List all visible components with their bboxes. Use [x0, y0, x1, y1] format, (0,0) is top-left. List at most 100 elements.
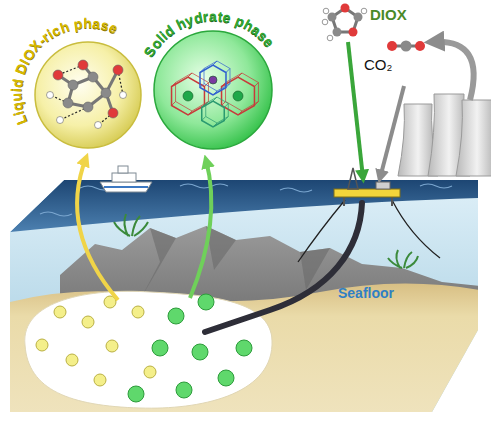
atom — [95, 122, 102, 129]
cooling-towers — [398, 94, 491, 176]
cage-frame — [202, 101, 225, 127]
atom — [108, 108, 118, 118]
ship — [100, 166, 152, 192]
ship-cabin — [112, 173, 136, 182]
circle-outline — [34, 41, 142, 149]
droplet — [66, 354, 78, 366]
cage-edge — [254, 83, 258, 87]
guest-molecule — [209, 76, 217, 84]
ship-bridge — [118, 166, 128, 173]
oxygen-atom — [349, 28, 358, 37]
platform-deck — [334, 189, 400, 197]
pipeline — [205, 203, 362, 332]
hydrogen-atom — [361, 8, 367, 14]
atom — [78, 60, 88, 70]
droplet — [94, 374, 106, 386]
droplet — [54, 306, 66, 318]
seafloor-sediment — [10, 283, 480, 415]
ship-stripe — [104, 186, 148, 188]
liquid-phase-circle: Liquid DIOX-rich phase — [34, 41, 142, 149]
injection-arrow — [348, 42, 363, 178]
cage-edge — [202, 104, 206, 108]
co2-molecule — [387, 41, 425, 52]
cage-edge — [213, 123, 217, 127]
particle — [236, 340, 252, 356]
cage-edge — [213, 97, 217, 101]
particle — [168, 308, 184, 324]
particle — [198, 294, 214, 310]
liquid-arrow — [77, 158, 118, 300]
sea-block — [0, 178, 491, 418]
droplet — [144, 366, 156, 378]
cage-edge — [238, 111, 242, 115]
atom — [83, 102, 93, 112]
molecule-label: CO₂ — [364, 56, 392, 73]
carbon-atom — [333, 28, 342, 37]
region-label: Seafloor — [338, 285, 394, 301]
atom — [57, 117, 64, 124]
molecule-cluster — [47, 60, 127, 129]
cage-edge — [224, 117, 228, 121]
ship-hull — [100, 182, 152, 192]
droplet — [82, 316, 94, 328]
platform-module — [376, 182, 390, 189]
carbon-atom — [401, 41, 412, 52]
particle — [176, 382, 192, 398]
particle — [218, 370, 234, 386]
carbon-atom — [354, 13, 363, 22]
cage-edge — [202, 117, 206, 121]
seaweed-plant — [114, 214, 148, 236]
oxygen-atom — [415, 41, 425, 51]
wave — [40, 212, 72, 216]
atom — [68, 80, 78, 90]
cage-edge — [172, 83, 176, 87]
reservoir — [25, 291, 272, 408]
phase-bubble — [154, 31, 272, 149]
rock-shading — [140, 226, 330, 300]
molecule-label: DIOX — [370, 6, 407, 23]
emission-arrow — [432, 42, 474, 100]
cage-edge — [226, 69, 230, 73]
cage-edge — [226, 84, 230, 88]
particle — [192, 344, 208, 360]
derrick — [348, 168, 358, 189]
mooring-line — [392, 200, 440, 258]
atom — [113, 65, 123, 75]
cage-edge — [224, 104, 228, 108]
particle — [152, 340, 168, 356]
hydrogen-atom — [323, 8, 329, 14]
hydrate-particles — [128, 294, 252, 402]
cage-edge — [200, 69, 204, 73]
carbon-atom — [328, 13, 337, 22]
cage-edge — [213, 61, 217, 65]
cage-edge — [238, 73, 242, 77]
guest-molecule — [233, 91, 243, 101]
guest-molecule — [183, 91, 193, 101]
seaweed — [114, 214, 418, 268]
platform — [334, 168, 400, 206]
mooring-lines — [298, 200, 440, 262]
oxygen-atom — [387, 41, 397, 51]
cage-edge — [188, 73, 192, 77]
atom — [53, 70, 63, 80]
hydrate-phase-circle: Solid hydrate phase — [153, 30, 273, 150]
particle — [128, 386, 144, 402]
droplet — [36, 339, 48, 351]
wave — [420, 184, 452, 188]
circle-outline — [153, 30, 273, 150]
cage-edge — [254, 102, 258, 106]
sea-water — [0, 178, 491, 418]
atom — [63, 98, 73, 108]
injection-arrow — [380, 86, 404, 178]
droplet — [132, 306, 144, 318]
atom — [47, 92, 54, 99]
hydrogen-atom — [327, 35, 333, 41]
cage-edge — [172, 102, 176, 106]
atom — [88, 72, 98, 82]
oxygen-atom — [341, 4, 350, 13]
mooring-line — [298, 200, 345, 262]
cooling-tower — [456, 100, 491, 176]
